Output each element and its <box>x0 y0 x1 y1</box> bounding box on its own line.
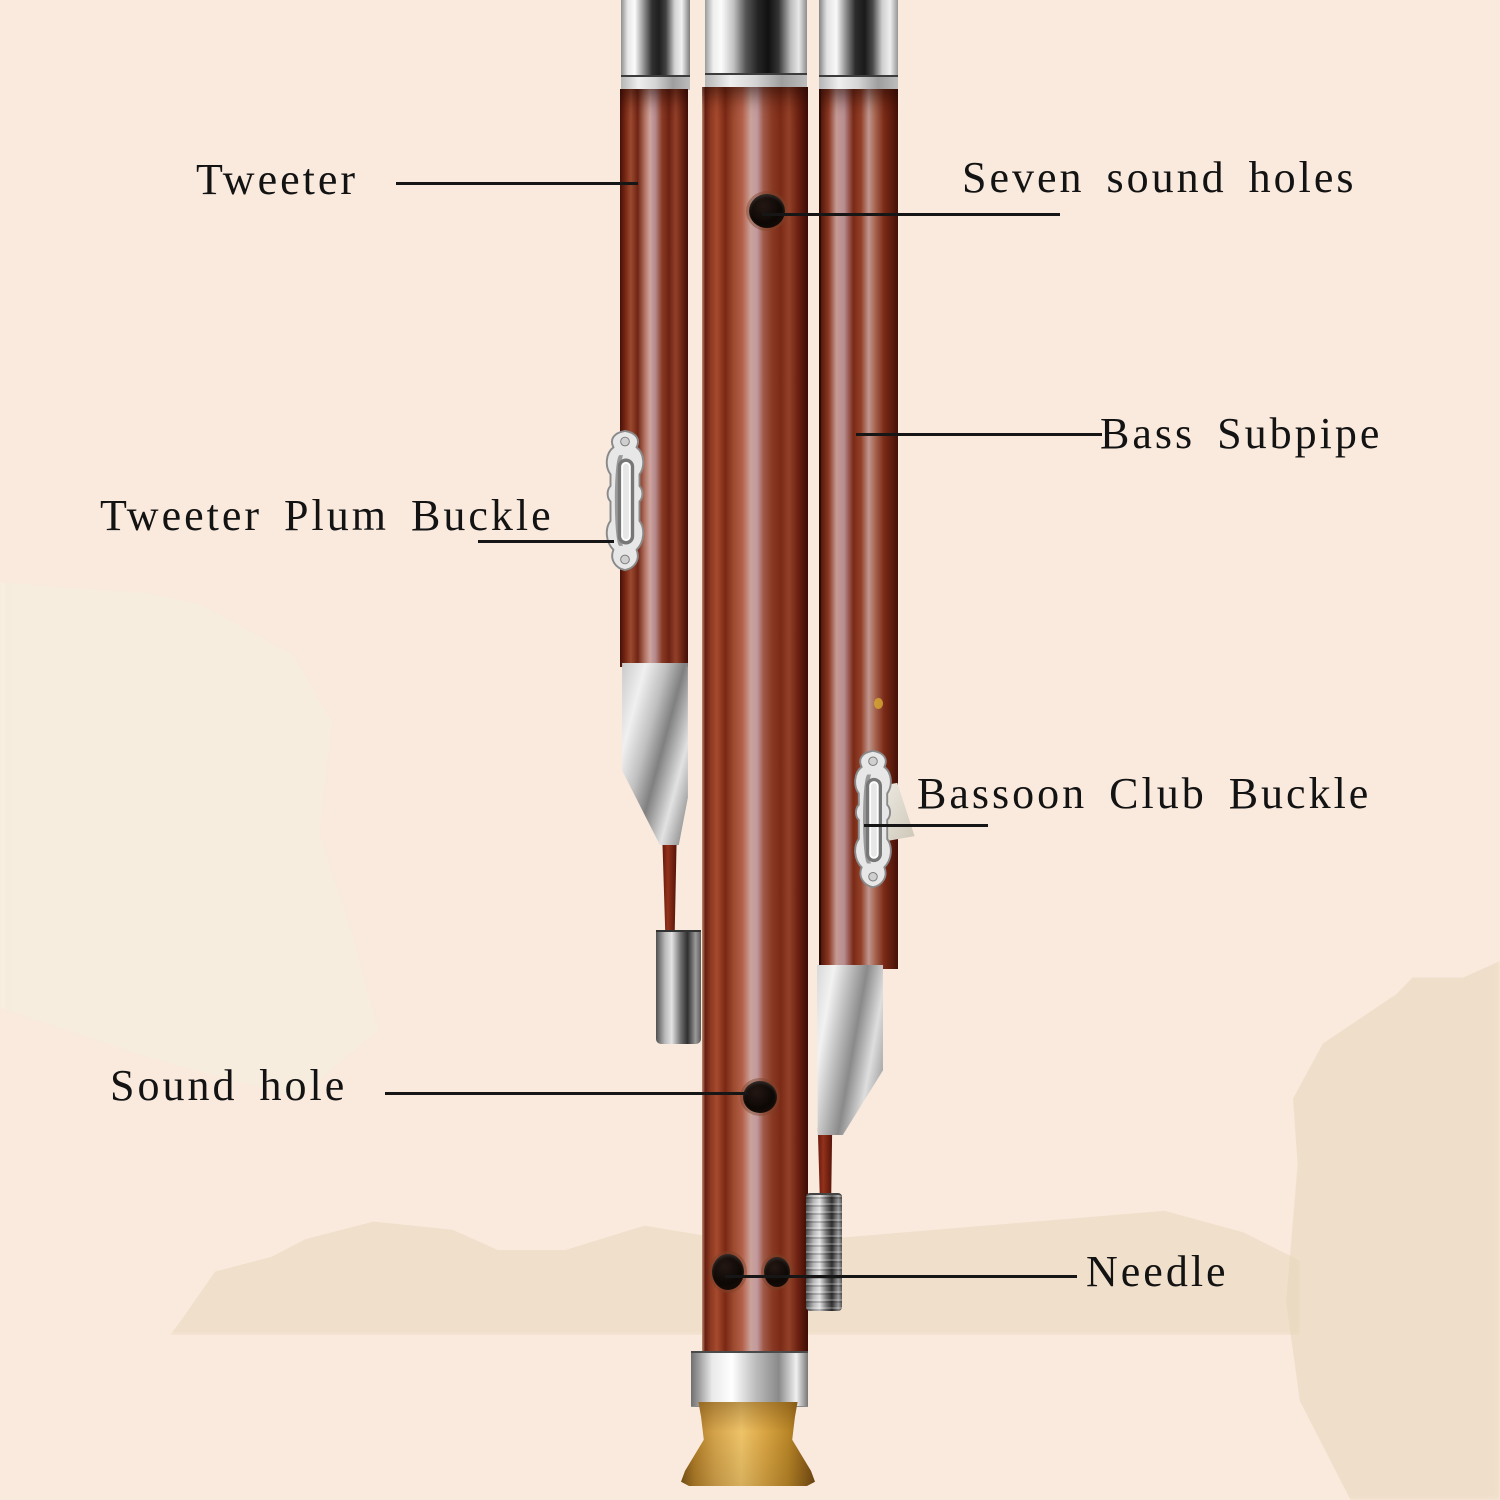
tweeter-metal-taper <box>622 663 688 845</box>
label-needle: Needle <box>1086 1247 1229 1296</box>
label-bassoon-club-buckle: Bassoon Club Buckle <box>917 769 1372 818</box>
label-tweeter: Tweeter <box>196 155 359 204</box>
sound-hole-bottom-right <box>764 1257 790 1287</box>
label-bass-subpipe: Bass Subpipe <box>1100 409 1383 458</box>
sound-hole-middle <box>743 1081 777 1113</box>
tweeter-metal-cap <box>621 0 690 90</box>
leader-line-needle <box>725 1275 1077 1278</box>
label-seven-sound-holes: Seven sound holes <box>962 153 1357 202</box>
leader-line-sound-hole <box>385 1092 748 1095</box>
leader-line-tweeter-plum-buckle <box>478 540 614 543</box>
leader-line-tweeter <box>396 182 638 185</box>
tweeter-socket <box>656 930 701 1044</box>
ornate-clasp-icon <box>854 749 892 889</box>
tweeter-stem <box>662 840 677 938</box>
leader-line-bassoon-club-buckle <box>864 824 988 827</box>
subpipe-metal-taper <box>817 965 883 1135</box>
bass-pipe <box>702 87 808 1353</box>
label-sound-hole: Sound hole <box>110 1061 348 1110</box>
ornate-clasp-icon <box>605 429 645 572</box>
background-cloud-left <box>0 582 378 1098</box>
bass-pipe-metal-cap <box>705 0 807 88</box>
wood-reflection-speck <box>874 698 883 709</box>
subpipe-metal-cap <box>819 0 898 90</box>
wooden-foot <box>681 1402 815 1486</box>
background-cloud-bottom-right <box>1286 961 1500 1500</box>
needle-stem <box>817 1128 833 1203</box>
sound-hole-bottom-left <box>712 1254 744 1290</box>
tweeter-plum-buckle <box>600 428 650 573</box>
needle-socket <box>806 1193 842 1311</box>
leader-line-seven-sound-holes <box>762 213 1060 216</box>
leader-line-bass-subpipe <box>856 433 1102 436</box>
bassoon-club-buckle <box>849 748 897 890</box>
label-tweeter-plum-buckle: Tweeter Plum Buckle <box>100 491 554 540</box>
sound-hole-top <box>749 194 785 228</box>
foot-metal-ring <box>691 1351 808 1407</box>
tweeter-pipe <box>620 89 688 667</box>
